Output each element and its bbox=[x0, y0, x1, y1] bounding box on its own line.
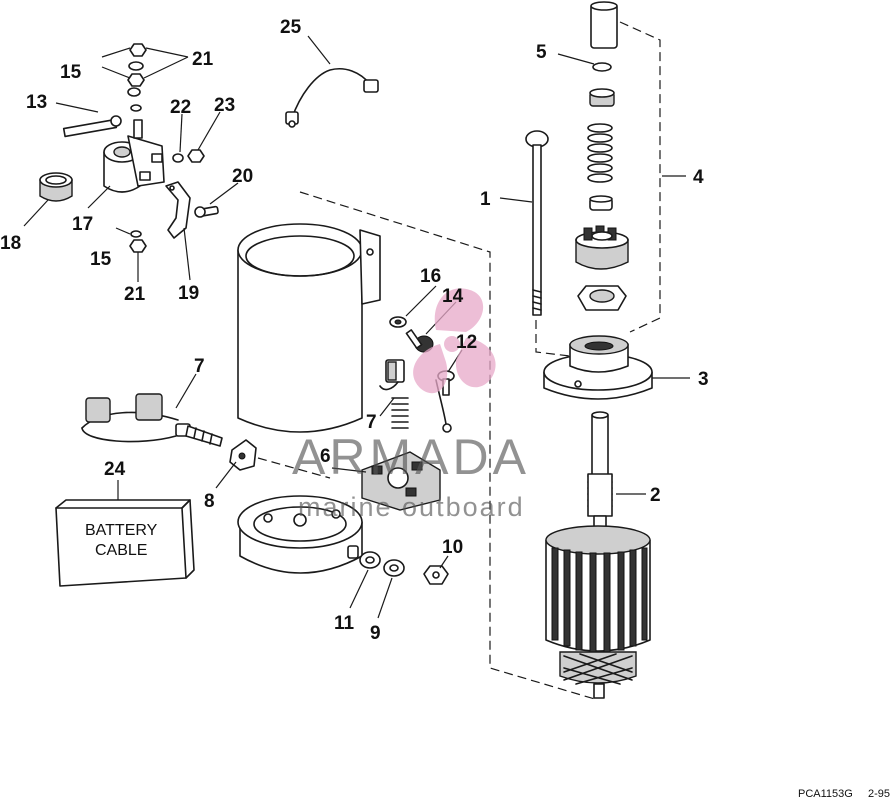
callout-1: 1 bbox=[480, 189, 491, 210]
callout-25: 25 bbox=[280, 17, 302, 38]
part-5-retaining-ring bbox=[592, 62, 612, 72]
part-24-battery-cable-box bbox=[55, 499, 195, 587]
part-8-insulator bbox=[229, 439, 257, 471]
armada-watermark: ARMADA marine outboard bbox=[292, 288, 530, 522]
part-6-brush-plate bbox=[361, 451, 441, 511]
part-11-insulating-washer bbox=[359, 551, 381, 569]
part-14-terminal bbox=[405, 329, 434, 353]
callout-4: 4 bbox=[693, 167, 704, 188]
part-3-drive-end-cap bbox=[543, 335, 653, 400]
part-9-washer bbox=[383, 559, 405, 577]
part-21-nut-bottom bbox=[129, 239, 147, 253]
callout-11: 11 bbox=[334, 613, 355, 634]
part-13-stud bbox=[62, 115, 122, 138]
figure-date: 2-95 bbox=[868, 788, 890, 800]
callout-18: 18 bbox=[0, 233, 21, 254]
watermark-tagline: marine outboard bbox=[298, 492, 525, 522]
part-21-nuts-top bbox=[127, 43, 147, 87]
callout-21-bottom: 21 bbox=[124, 284, 146, 305]
part-16-washer bbox=[389, 316, 407, 328]
part-22-lockwasher bbox=[172, 153, 184, 163]
part-4-drive-assembly bbox=[575, 1, 629, 311]
battery-cable-line1: BATTERY bbox=[85, 522, 158, 539]
callout-24: 24 bbox=[104, 459, 126, 480]
part-20-screw bbox=[194, 205, 219, 218]
callout-2: 2 bbox=[650, 485, 661, 506]
callout-5: 5 bbox=[536, 42, 547, 63]
callout-17: 17 bbox=[72, 214, 93, 235]
callout-8: 8 bbox=[204, 491, 215, 512]
callout-14: 14 bbox=[442, 286, 464, 307]
callout-22: 22 bbox=[170, 97, 191, 118]
callout-9: 9 bbox=[370, 623, 381, 644]
callout-3: 3 bbox=[698, 369, 709, 390]
callout-16: 16 bbox=[420, 266, 441, 287]
part-23-nut bbox=[187, 149, 205, 163]
callout-15-bottom: 15 bbox=[90, 249, 112, 270]
commutator-end-cap bbox=[237, 495, 363, 574]
watermark-brand: ARMADA bbox=[292, 429, 530, 485]
figure-code: PCA1153G bbox=[798, 788, 853, 800]
callout-10: 10 bbox=[442, 537, 463, 558]
part-18-boot bbox=[39, 172, 73, 202]
callout-13: 13 bbox=[26, 92, 47, 113]
callout-19: 19 bbox=[178, 283, 199, 304]
callout-6: 6 bbox=[320, 446, 331, 467]
callout-15-top: 15 bbox=[60, 62, 82, 83]
starter-frame-housing bbox=[237, 223, 381, 433]
callout-21-top: 21 bbox=[192, 49, 214, 70]
callout-12: 12 bbox=[456, 332, 477, 353]
part-19-bracket bbox=[165, 181, 191, 239]
callout-numbers: 1 2 3 4 5 6 7 7 8 9 10 11 12 13 14 15 15… bbox=[0, 17, 709, 644]
part-25-wire-lead bbox=[285, 68, 379, 128]
part-15-lockwashers-top bbox=[127, 61, 144, 112]
part-2-armature bbox=[545, 411, 651, 699]
battery-cable-line2: CABLE bbox=[95, 542, 147, 559]
assembly-dashed-lines bbox=[257, 21, 661, 701]
part-1-through-bolt bbox=[525, 130, 549, 316]
part-7-brush-set bbox=[81, 393, 223, 447]
callout-7-left: 7 bbox=[194, 356, 205, 377]
callout-23: 23 bbox=[214, 95, 235, 116]
part-7-brush-spring bbox=[379, 359, 409, 429]
part-10-nut bbox=[423, 565, 449, 585]
callout-20: 20 bbox=[232, 166, 253, 187]
part-17-solenoid bbox=[103, 119, 165, 193]
callout-7-right: 7 bbox=[366, 412, 377, 433]
part-15-lockwasher-bottom bbox=[130, 230, 142, 238]
